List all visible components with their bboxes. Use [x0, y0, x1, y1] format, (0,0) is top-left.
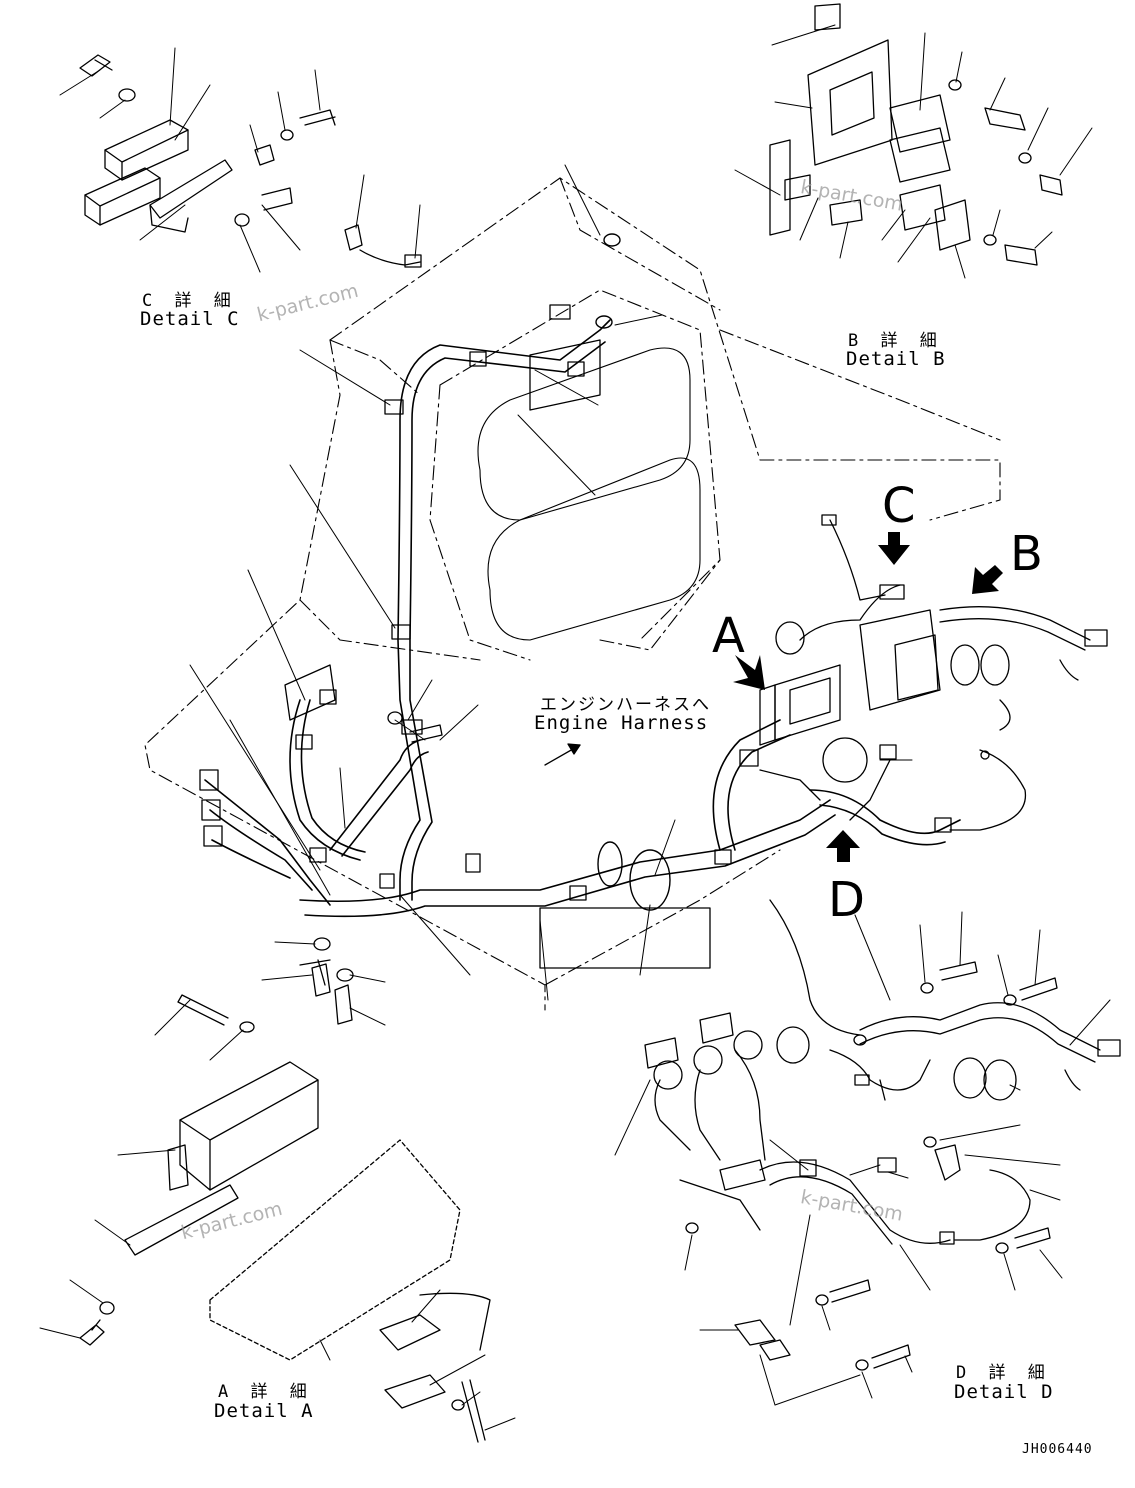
view-letter-a: A	[712, 608, 745, 664]
detail-c-leaders	[59, 47, 421, 273]
arrow-d	[826, 830, 860, 862]
cab-window-openings	[477, 347, 701, 641]
detail-a-title-jp: A 詳 細	[218, 1382, 313, 1402]
cab-outline	[144, 177, 1001, 1011]
detail-d-leaders	[614, 911, 1111, 1406]
view-letter-d: D	[828, 872, 865, 928]
detail-d-drawing	[644, 899, 1121, 1371]
detail-d-title-jp: D 詳 細	[956, 1363, 1051, 1383]
drawing-code: JH006440	[1022, 1442, 1093, 1457]
main-harness	[204, 319, 961, 918]
detail-b-title-en: Detail B	[846, 348, 946, 370]
arrow-b	[972, 565, 1003, 594]
arrow-a	[733, 655, 765, 690]
harness-clamps	[295, 351, 732, 901]
detail-b-drawing	[769, 3, 1063, 266]
engine-harness-label-jp: エンジンハーネスへ	[540, 695, 711, 715]
detail-b-title-jp: B 詳 細	[848, 331, 943, 351]
arrow-c	[878, 532, 910, 565]
detail-c-title-en: Detail C	[140, 308, 240, 330]
detail-a-title-en: Detail A	[214, 1400, 314, 1422]
detail-c-drawing	[79, 54, 422, 268]
main-electrical-cluster	[739, 514, 1108, 833]
grommets	[595, 233, 671, 911]
detail-a-leaders	[39, 941, 516, 1431]
view-letter-c: C	[882, 478, 916, 534]
main-view-washers-bolts	[284, 339, 711, 969]
left-connectors	[199, 304, 571, 873]
detail-a-drawing	[79, 937, 491, 1443]
engine-harness-arrow	[544, 743, 581, 766]
detail-d-title-en: Detail D	[954, 1381, 1054, 1403]
view-letter-b: B	[1010, 526, 1043, 582]
main-view-leaders	[189, 164, 913, 1001]
view-arrows	[733, 532, 1003, 862]
detail-c-title-jp: C 詳 細	[142, 291, 237, 311]
engine-harness-label-en: Engine Harness	[534, 712, 709, 734]
detail-b-leaders	[734, 24, 1093, 279]
